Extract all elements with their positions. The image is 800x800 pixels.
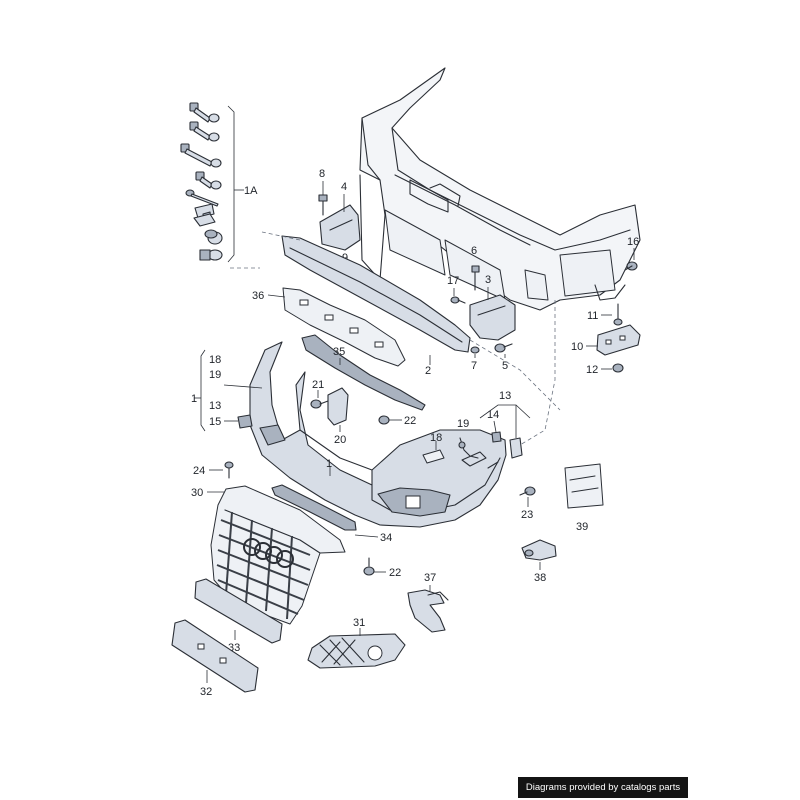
wiring-19: 19 (457, 418, 479, 459)
screw-23: 23 (519, 486, 536, 521)
bracket-3: 3 (469, 274, 516, 341)
label-16: 16 (627, 236, 639, 248)
screw-17: 17 (447, 275, 466, 304)
label-23: 23 (521, 509, 533, 521)
label-1b: 1 (191, 393, 197, 405)
label-22b: 22 (389, 567, 401, 579)
screw-8: 8 (318, 168, 328, 216)
impact-strip-35: 35 (301, 334, 426, 411)
label-6: 6 (471, 245, 477, 257)
label-1: 1 (326, 458, 332, 470)
clip-9 (199, 249, 223, 261)
label-4: 4 (341, 181, 347, 193)
label-14: 14 (487, 409, 499, 421)
label-2: 2 (425, 365, 431, 377)
nut-7: 7 (470, 346, 480, 372)
bolt-1 (189, 102, 220, 123)
screw-12: 12 (586, 363, 624, 376)
attribution-footer: Diagrams provided by catalogs parts (518, 777, 688, 798)
label-5: 5 (502, 360, 508, 372)
reference-lines (230, 231, 561, 446)
label-7: 7 (471, 360, 477, 372)
guide-bracket-10: 10 (571, 324, 641, 356)
screw-22-lower: 22 (363, 557, 401, 579)
bracket-20: 20 (327, 387, 349, 446)
label-20: 20 (334, 434, 346, 446)
bolt-4 (195, 171, 222, 190)
label-19b: 19 (457, 418, 469, 430)
callout-group-left: 1 18 19 13 15 (191, 349, 263, 432)
label-15: 15 (209, 416, 221, 428)
screw-21: 21 (310, 379, 329, 409)
bracket-38: 38 (521, 539, 557, 584)
nut-7 (193, 213, 216, 227)
label-39: 39 (576, 521, 588, 533)
front-body-structure (359, 67, 641, 311)
label-37: 37 (424, 572, 436, 584)
fog-light-grille-31: 31 (307, 617, 406, 669)
clip-14: 14 (487, 409, 502, 443)
screw-11: 11 (587, 303, 623, 326)
fasteners-group-1a: 1A (180, 102, 258, 263)
label-11: 11 (587, 310, 598, 322)
label-34: 34 (380, 532, 392, 544)
bolt-5: 5 (494, 343, 513, 372)
screw-6: 6 (471, 245, 480, 291)
label-38: 38 (534, 572, 546, 584)
label-8: 8 (319, 168, 325, 180)
bracket-37: 37 (407, 572, 449, 633)
label-18: 18 (209, 354, 221, 366)
label-35: 35 (333, 346, 345, 358)
label-18b: 18 (430, 432, 442, 444)
grille-30: 30 (191, 485, 346, 625)
screw-22-upper: 22 (378, 415, 416, 427)
label-21: 21 (312, 379, 324, 391)
clip-8 (204, 229, 223, 245)
repair-kit-39: 39 (564, 463, 604, 533)
bumper-cover-1: 1 (249, 341, 507, 528)
label-12: 12 (586, 364, 598, 376)
cover-18: 18 (422, 432, 445, 464)
label-3: 3 (485, 274, 491, 286)
lower-strip-34: 34 (271, 484, 392, 544)
bolt-2 (189, 121, 220, 142)
label-1a: 1A (244, 185, 258, 197)
energy-absorber-36: 36 (252, 287, 406, 367)
bracket-13: 13 (479, 390, 531, 459)
label-19: 19 (209, 369, 221, 381)
label-36: 36 (252, 290, 264, 302)
label-30: 30 (191, 487, 203, 499)
bolt-3 (180, 143, 222, 168)
label-10: 10 (571, 341, 583, 353)
label-13a: 13 (209, 400, 221, 412)
screw-16: 16 (624, 236, 639, 271)
label-31: 31 (353, 617, 365, 629)
label-17: 17 (447, 275, 459, 287)
label-32: 32 (200, 686, 212, 698)
label-22a: 22 (404, 415, 416, 427)
license-plate-holder-32: 32 (171, 619, 259, 698)
label-13b: 13 (499, 390, 511, 402)
screw-24: 24 (193, 461, 234, 479)
audi-rings-logo (243, 538, 294, 568)
bracket-4: 4 (319, 181, 361, 251)
bumper-carrier-2: 2 (281, 235, 471, 377)
screw-5 (185, 189, 219, 207)
label-24: 24 (193, 465, 205, 477)
